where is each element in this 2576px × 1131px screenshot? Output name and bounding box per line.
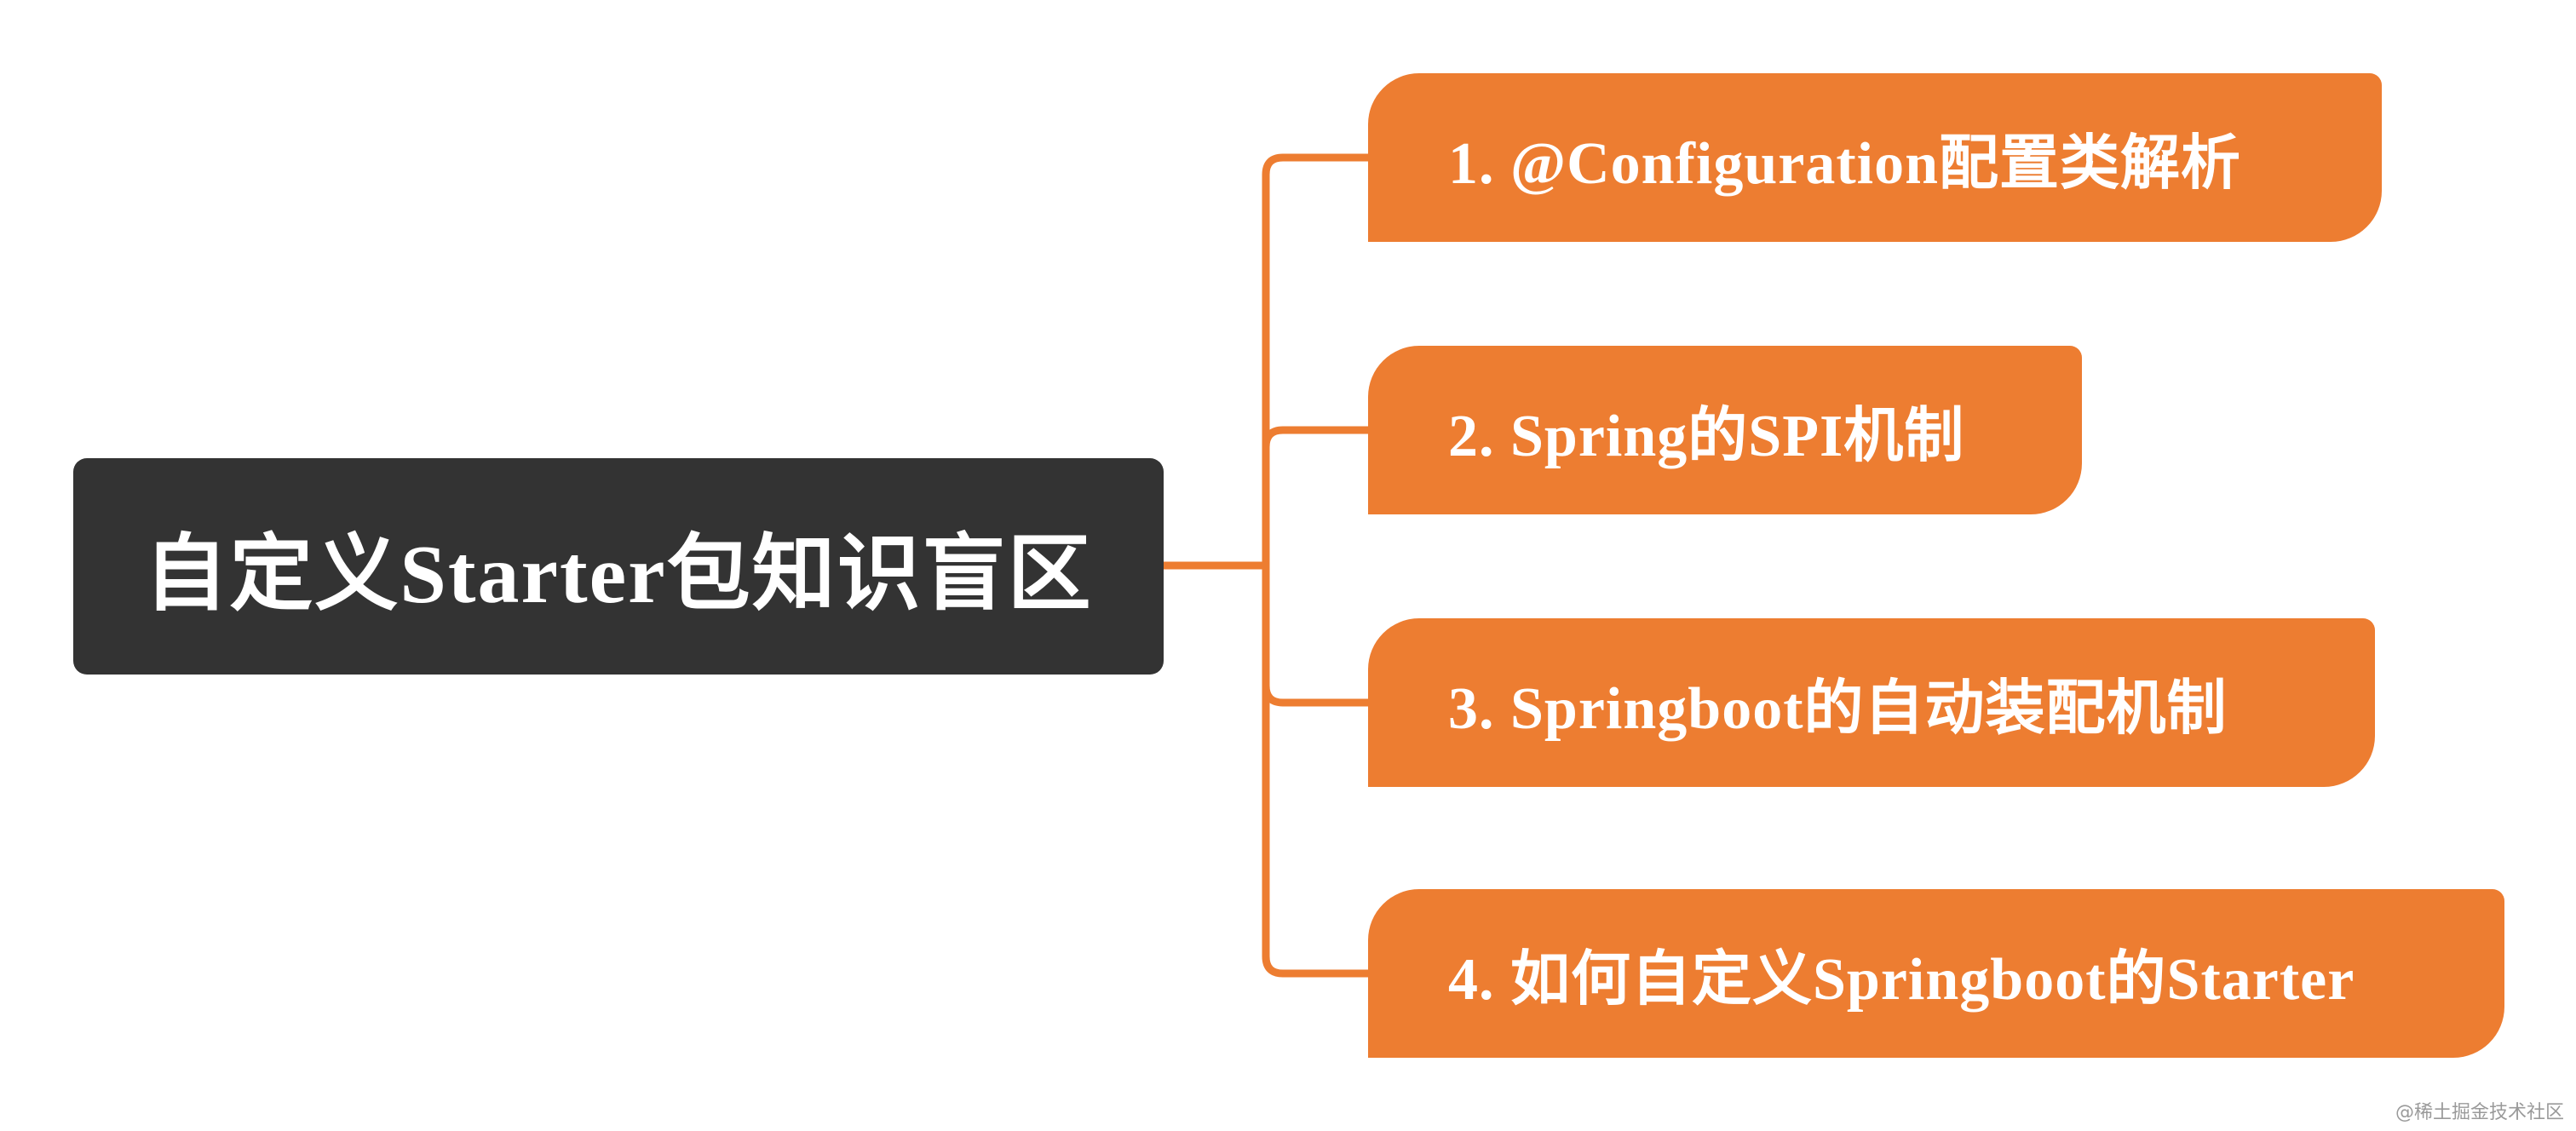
- connector-branch-1: [1262, 153, 1372, 570]
- branch-node-configuration[interactable]: 1. @Configuration配置类解析: [1368, 73, 2382, 242]
- branch-node-spi[interactable]: 2. Spring的SPI机制: [1368, 346, 2082, 514]
- root-node[interactable]: 自定义Starter包知识盲区: [73, 458, 1164, 675]
- connector-branch-2: [1262, 426, 1372, 570]
- watermark: @稀土掘金技术社区: [2395, 1102, 2564, 1123]
- connector-branch-4: [1262, 561, 1372, 978]
- branch-node-autoconfig[interactable]: 3. Springboot的自动装配机制: [1368, 618, 2375, 787]
- branch-label: 2. Spring的SPI机制: [1448, 403, 1965, 469]
- branch-node-custom-starter[interactable]: 4. 如何自定义Springboot的Starter: [1368, 889, 2504, 1058]
- branch-label: 4. 如何自定义Springboot的Starter: [1448, 946, 2355, 1013]
- root-node-label: 自定义Starter包知识盲区: [144, 529, 1093, 621]
- branch-label: 1. @Configuration配置类解析: [1448, 130, 2242, 197]
- branch-label: 3. Springboot的自动装配机制: [1448, 675, 2228, 742]
- connector-branch-3: [1262, 561, 1372, 707]
